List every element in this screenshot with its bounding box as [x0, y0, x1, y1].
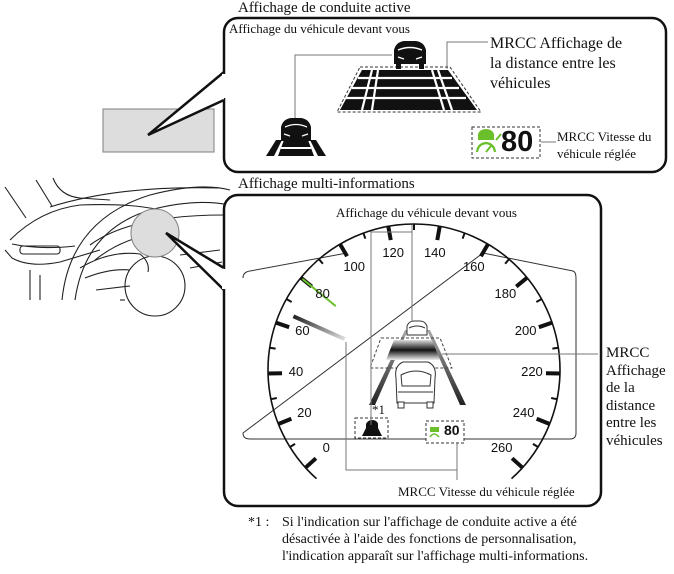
- speedometer-major-tick: [538, 320, 553, 330]
- speedometer-major-tick: [479, 243, 490, 258]
- speedometer-major-tick: [338, 243, 349, 258]
- hud-vehicle-ahead-icon: [394, 41, 426, 69]
- speedometer-minor-tick: [289, 443, 296, 448]
- speedometer-major-tick: [275, 320, 290, 330]
- speedometer-major-tick: [386, 225, 393, 241]
- speedometer-minor-tick: [461, 232, 466, 240]
- speedometer-minor-tick: [318, 258, 324, 265]
- top-set-speed-label-line: véhicule réglée: [557, 146, 637, 161]
- top-set-speed-value: 80: [501, 126, 534, 158]
- top-distance-label-line: la distance entre les: [490, 55, 616, 72]
- mid-distance-label-line: véhicules: [606, 432, 663, 449]
- top-set-speed-label-line: MRCC Vitesse du: [557, 129, 652, 144]
- speedometer-major-tick: [304, 456, 318, 470]
- mrcc-icon: [475, 129, 502, 153]
- speedometer-minor-tick: [535, 298, 543, 303]
- multi-information-display-callout: [165, 193, 603, 508]
- speedometer-tick-label: 200: [514, 322, 537, 338]
- speedometer-minor-tick: [532, 443, 539, 448]
- footnote-line: Si l'indication sur l'affichage de condu…: [282, 515, 577, 530]
- mid-distance-label-line: entre les: [606, 415, 657, 431]
- dashboard-illustration: [4, 108, 231, 317]
- mid-set-speed-label: MRCC Vitesse du véhicule réglée: [398, 484, 575, 499]
- top-distance-label-line: véhicules: [490, 75, 551, 92]
- hud-own-lane-icon: [266, 118, 326, 156]
- speedometer-tick-label: 160: [462, 259, 485, 275]
- bottom-box-title: Affichage multi-informations: [238, 176, 415, 192]
- footnote-text: Si l'indication sur l'affichage de condu…: [282, 514, 588, 565]
- speedometer-minor-tick: [270, 397, 278, 401]
- set-speed-marker: [301, 278, 337, 307]
- mid-vehicle-ahead-icon: [406, 320, 428, 336]
- speedometer-tick-label: 20: [297, 404, 312, 420]
- mid-lane-lines: [369, 330, 466, 405]
- speedometer-minor-tick: [552, 346, 559, 350]
- footnote-marker: *1 :: [248, 515, 270, 530]
- speedometer-minor-tick: [362, 232, 367, 240]
- speedometer-major-tick: [277, 416, 293, 426]
- speedometer-major-tick: [435, 225, 442, 241]
- mid-distance-label-line: distance: [606, 397, 656, 414]
- top-set-speed-label: MRCC Vitesse du véhicule réglée: [557, 128, 651, 162]
- speedometer-minor-tick: [269, 346, 276, 350]
- speedometer-major-tick: [535, 416, 551, 426]
- top-leader-lines: [294, 41, 556, 143]
- speedometer-tick-label: 120: [382, 244, 405, 260]
- speedometer-tick-label: 0: [322, 439, 330, 455]
- footnote-marker-ref: *1: [372, 402, 385, 417]
- mid-leader-lines: [345, 225, 598, 480]
- top-box-title: Affichage de conduite active: [238, 0, 411, 16]
- top-vehicle-ahead-label: Affichage du véhicule devant vous: [229, 21, 410, 36]
- footnote-line: l'indication apparaît sur l'affichage mu…: [282, 549, 589, 564]
- speedometer-tick-label: 140: [423, 244, 446, 260]
- mid-distance-label-line: Affichage: [606, 362, 666, 379]
- display-screen-outline: [242, 252, 577, 440]
- cluster-highlight: [130, 208, 180, 258]
- top-distance-label-line: MRCC Affichage de: [490, 35, 623, 52]
- speedometer-tick-label: 60: [295, 322, 310, 338]
- mrcc-small-icon: [429, 427, 440, 438]
- speedometer-tick-label: 180: [494, 286, 517, 302]
- speedometer-minor-tick: [504, 258, 510, 265]
- mid-vehicle-ahead-label: Affichage du véhicule devant vous: [336, 205, 517, 220]
- speedometer-tick-label: 40: [288, 363, 304, 379]
- top-distance-label: MRCC Affichage de la distance entre les …: [490, 34, 622, 94]
- footnote-line: désactivée à l'aide des fonctions de per…: [282, 532, 577, 547]
- speedometer-tick-label: 80: [315, 286, 330, 302]
- speed-needle: [292, 314, 346, 341]
- mid-set-speed-value: 80: [444, 422, 460, 438]
- mid-distance-label-line: de la: [606, 380, 635, 396]
- mid-mrcc-set-speed-box: [425, 420, 465, 444]
- speedometer-arc: [267, 223, 561, 480]
- speedometer: [267, 223, 561, 480]
- speedometer-major-tick: [514, 276, 529, 289]
- speedometer-tick-label: 100: [343, 259, 366, 275]
- hud-distance-grid: [336, 66, 482, 113]
- speedometer-major-tick: [510, 456, 524, 470]
- speedometer-minor-tick: [285, 298, 293, 303]
- speedometer-tick-label: 240: [512, 404, 535, 420]
- hud-mrcc-set-speed-box: [471, 126, 541, 159]
- mid-distance-label-line: MRCC: [606, 345, 650, 361]
- own-vehicle-icon: [395, 361, 436, 409]
- speedometer-tick-label: 260: [490, 439, 513, 455]
- speedometer-tick-label: 220: [521, 363, 543, 379]
- speedometer-minor-tick: [550, 397, 558, 401]
- mid-distance-label: MRCC Affichage de la distance entre les …: [606, 345, 666, 450]
